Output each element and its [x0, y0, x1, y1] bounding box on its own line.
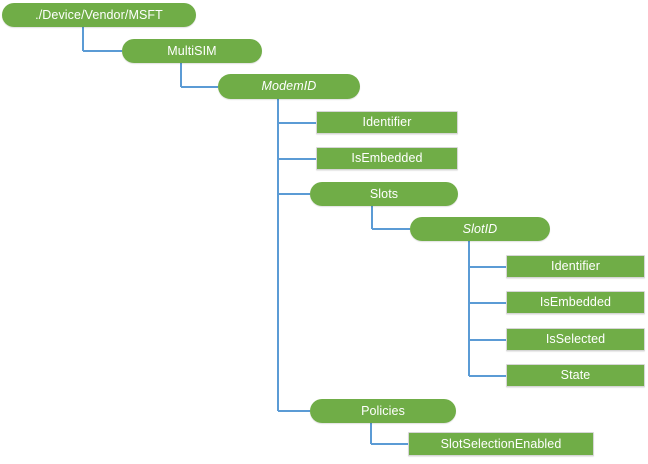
node-modem-isembedded: IsEmbedded [316, 147, 458, 170]
node-label-slotselectionenabled: SlotSelectionEnabled [440, 436, 562, 451]
node-label-multisim: MultiSIM [167, 43, 217, 58]
node-label-slots: Slots [369, 186, 399, 201]
node-slotid: SlotID [410, 217, 550, 241]
node-label-slot-isselected: IsSelected [545, 332, 606, 347]
node-label-slotid: SlotID [462, 221, 498, 236]
node-label-modemid: ModemID [261, 79, 317, 94]
node-policies: Policies [310, 399, 456, 423]
node-label-modem-identifier: Identifier [362, 115, 412, 130]
node-label-policies: Policies [361, 403, 405, 418]
node-modemid: ModemID [218, 74, 360, 99]
node-label-modem-isembedded: IsEmbedded [351, 151, 423, 166]
node-multisim: MultiSIM [122, 39, 262, 63]
node-slot-state: State [506, 364, 645, 387]
node-label-slot-state: State [560, 368, 591, 383]
node-slot-identifier: Identifier [506, 255, 645, 278]
node-slot-isselected: IsSelected [506, 328, 645, 351]
node-label-slot-identifier: Identifier [551, 259, 600, 274]
node-slots: Slots [310, 182, 458, 206]
node-slotselectionenabled: SlotSelectionEnabled [408, 432, 594, 456]
node-slot-isembedded: IsEmbedded [506, 291, 645, 314]
node-label-root: ./Device/Vendor/MSFT [35, 7, 163, 22]
node-modem-identifier: Identifier [316, 111, 458, 134]
node-root: ./Device/Vendor/MSFT [2, 3, 196, 27]
node-label-slot-isembedded: IsEmbedded [539, 295, 612, 310]
